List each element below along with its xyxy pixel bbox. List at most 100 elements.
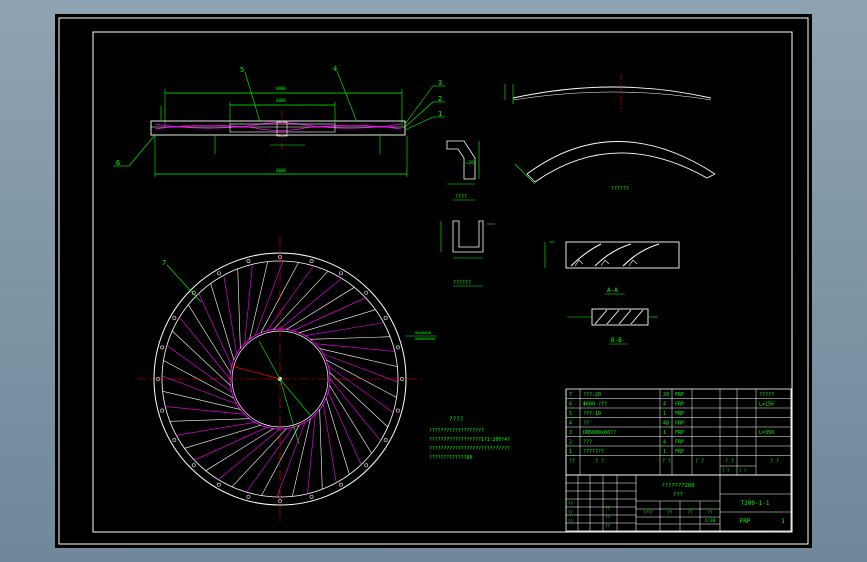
callout-6: 6 <box>116 159 120 167</box>
blade-line <box>161 375 237 405</box>
bom-no: 5 <box>569 411 572 417</box>
notes-line-4: ?????????????00 <box>429 455 472 461</box>
blade-line <box>319 409 323 490</box>
bolt-hole <box>339 271 343 276</box>
blade-line <box>218 428 281 480</box>
technical-notes: ???? ??????????????????? ???????????????… <box>429 416 510 461</box>
callout-2: 2 <box>438 95 442 103</box>
blade-line <box>292 297 366 331</box>
bolt-hole <box>383 316 388 320</box>
bom-name: ???:10 <box>583 411 601 417</box>
bom-header-cell: ? ? <box>695 459 704 465</box>
drawing-viewport[interactable]: 0000 0000 0000 <box>55 14 812 548</box>
blade-line <box>323 403 337 483</box>
notes-title: ???? <box>449 416 464 423</box>
blade-curve-view <box>504 74 712 109</box>
blade-line <box>276 422 306 498</box>
blade-view-label: ?????? <box>611 186 629 192</box>
sheet-number: 1 <box>781 518 785 525</box>
blade-line <box>210 283 235 360</box>
blade-line <box>326 359 397 398</box>
bom-no: 7 <box>569 392 572 398</box>
bolt-hole <box>217 482 221 487</box>
bom-qty: 4 <box>663 440 666 446</box>
blade-line <box>244 264 253 344</box>
title-left-cell: ?? <box>568 519 573 524</box>
blade-line <box>198 293 232 367</box>
bom-weight-unit-header: ? ? <box>722 468 730 473</box>
bolt-hole <box>172 316 177 320</box>
detail-1-label: ???? <box>455 194 467 200</box>
rim-bolt-holes <box>156 255 404 503</box>
bom-name: ??? <box>583 440 592 446</box>
bolt-hole <box>395 408 400 413</box>
hub-note-line-2: 000000000 <box>415 336 436 341</box>
callout-7: 7 <box>162 259 166 267</box>
blade-line <box>307 414 316 494</box>
outer-ring <box>153 252 407 506</box>
blade-line <box>194 427 268 461</box>
title-left-cell: ?? <box>605 515 610 520</box>
title-left-cell: ?? <box>568 501 573 506</box>
bolt-hole <box>217 271 221 276</box>
bom-qty: 1 <box>663 411 666 417</box>
blade-line <box>188 304 231 373</box>
bom-no: 1 <box>569 449 572 455</box>
blade-arc-view: ?????? <box>514 141 716 192</box>
bom-qty: 20 <box>663 392 669 398</box>
notes-line-1: ??????????????????? <box>429 428 484 434</box>
bolt-hole <box>160 408 165 413</box>
blade-array <box>161 260 399 498</box>
blade-line <box>246 427 294 493</box>
bom-material: FRP <box>675 411 684 417</box>
section-b-b-view: B-B <box>567 308 658 345</box>
blade-line <box>328 391 362 465</box>
bom-material: FRP <box>675 402 684 408</box>
title-block-material: FRP <box>740 518 751 525</box>
bolt-hole <box>160 345 165 350</box>
drawing-canvas: 0000 0000 0000 <box>58 17 809 545</box>
section-a-a-label: A-A <box>607 287 618 294</box>
title-mid-cell-2: ?? <box>668 510 673 515</box>
title-mid-cell-3: ?? <box>688 510 693 515</box>
blade-line <box>165 406 245 415</box>
bom-header-cell: ? ? <box>725 459 734 465</box>
blade-line <box>319 348 398 367</box>
bom-name: ??????? <box>583 449 604 455</box>
blade-line <box>205 428 274 471</box>
bom-no: 3 <box>569 430 572 436</box>
bom-name: ???:20 <box>583 392 601 398</box>
blade-line <box>286 287 355 330</box>
title-left-cell: ?? <box>605 524 610 529</box>
title-mid-cell-4: ?? <box>708 510 713 515</box>
blade-line <box>254 260 284 336</box>
callout-1: 1 <box>438 110 442 118</box>
blade-line <box>261 425 300 496</box>
blade-line <box>329 378 381 441</box>
bolt-hole <box>246 259 251 264</box>
drawing-scale: 1:30 <box>705 518 716 524</box>
drawing-number: T200-1-1 <box>741 500 770 507</box>
detail-channel-view: ?????? <box>440 220 495 287</box>
blade-line <box>304 322 384 336</box>
bolt-hole <box>383 438 388 442</box>
bom-material: FRP <box>675 449 684 455</box>
blade-line <box>162 391 241 410</box>
blade-line <box>323 353 399 383</box>
blade-line <box>231 428 287 487</box>
bom-header-cell: ? ? <box>770 459 779 465</box>
bom-qty: 48 <box>663 421 669 427</box>
blade-line <box>310 336 391 340</box>
blade-line <box>223 275 237 355</box>
blade-line <box>292 418 311 497</box>
bom-remark: L=156 <box>759 402 774 408</box>
blade-line <box>299 309 376 334</box>
blade-line <box>166 345 232 393</box>
bolt-hole <box>395 345 400 350</box>
section-a-a-view: A-A <box>544 241 680 295</box>
bom-remark: L=350 <box>759 430 774 436</box>
detail-bracket-view: L=20 ???? <box>446 140 480 201</box>
inner-drawing-frame <box>92 31 793 533</box>
blade-line <box>325 398 350 475</box>
blade-line <box>179 317 231 380</box>
